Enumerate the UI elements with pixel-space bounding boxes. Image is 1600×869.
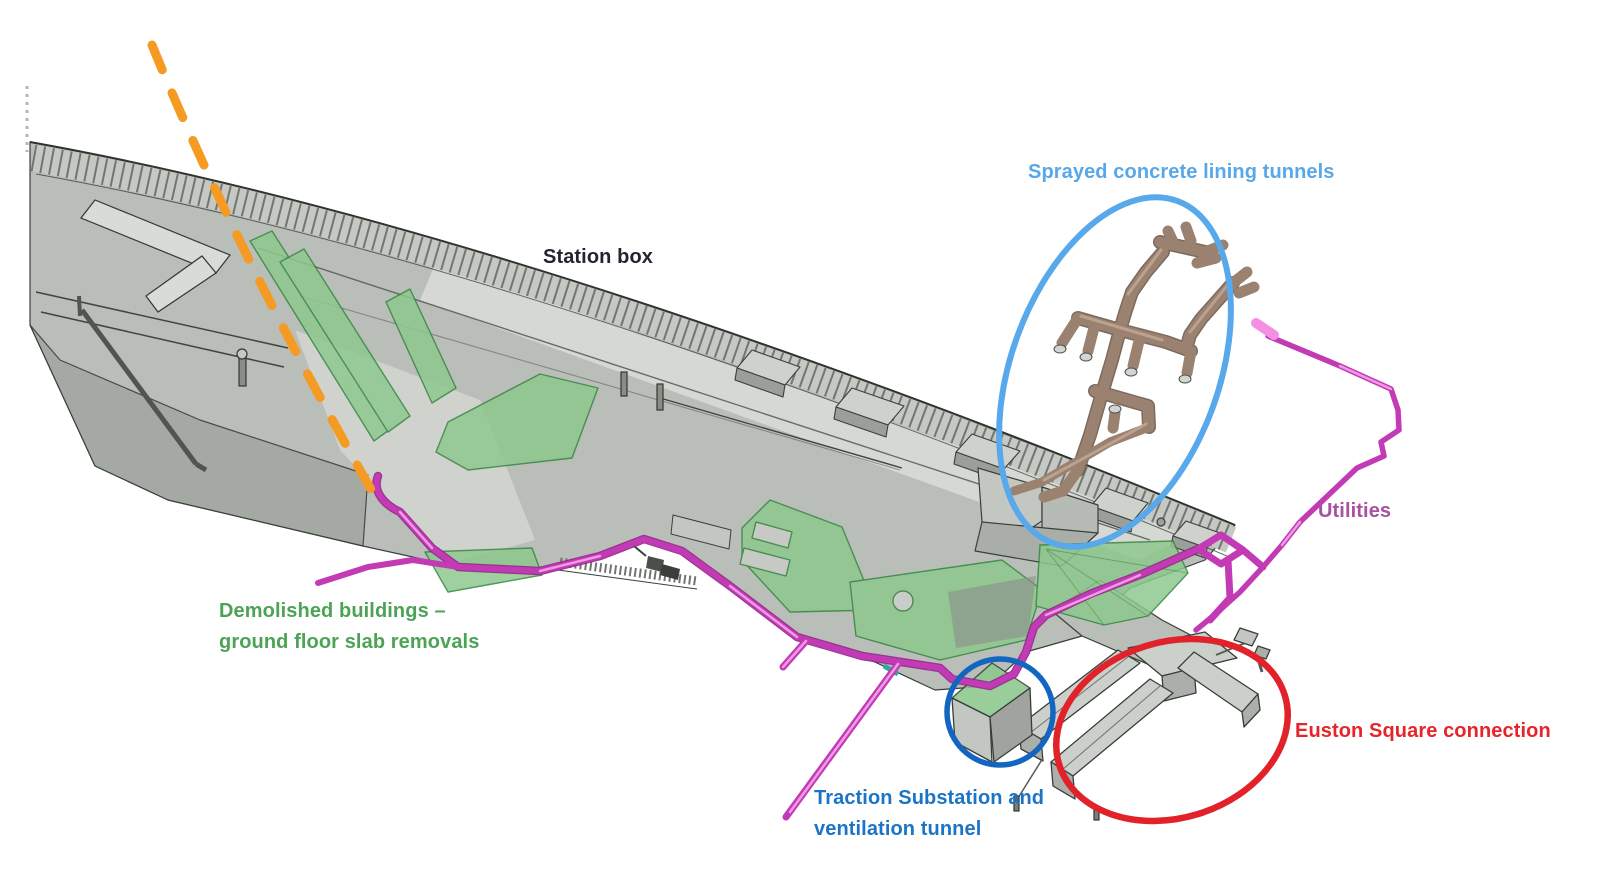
slab bbox=[279, 248, 411, 433]
wall-base-line bbox=[35, 173, 1228, 557]
scl-tunnels-ellipse bbox=[996, 194, 1234, 550]
slab bbox=[435, 373, 599, 471]
post bbox=[656, 383, 664, 411]
slab-fan-lines bbox=[1045, 548, 1189, 626]
station-front-face bbox=[29, 324, 369, 547]
euston-connection-label: Euston Square connection bbox=[1295, 720, 1551, 742]
traction-substation-circle bbox=[944, 656, 1056, 768]
tunnel-arm-line bbox=[1029, 656, 1129, 734]
slab-circular-opening bbox=[892, 590, 914, 612]
utility-main-line bbox=[373, 473, 1201, 689]
utilities-label: Utilities bbox=[1318, 500, 1392, 522]
scl-tunnel-network bbox=[1009, 221, 1260, 503]
tunnel-arm-side bbox=[1241, 693, 1261, 728]
utility-highlights bbox=[398, 364, 1393, 814]
flange bbox=[1108, 404, 1122, 414]
scaffold-edge bbox=[557, 569, 698, 590]
spur-box bbox=[1233, 627, 1259, 647]
post-cap bbox=[236, 348, 248, 360]
flange bbox=[1079, 352, 1093, 362]
traction-substation-label-line1: Traction Substation and bbox=[814, 787, 1045, 809]
slab-opening bbox=[739, 547, 791, 577]
waler-beam bbox=[659, 397, 903, 469]
flange bbox=[1178, 374, 1192, 384]
box-side bbox=[734, 367, 786, 398]
flange bbox=[1124, 367, 1138, 377]
wall-crest-line bbox=[29, 141, 1236, 526]
anchor-post bbox=[77, 295, 82, 317]
post bbox=[1013, 795, 1020, 812]
west-end-details bbox=[35, 199, 903, 473]
utility-bright-stub bbox=[1251, 318, 1279, 340]
slab bbox=[385, 288, 457, 404]
demolition-boundary-dashed-line bbox=[147, 40, 382, 505]
tunnel-highlight bbox=[1042, 248, 1232, 482]
demolished-buildings-label: Demolished buildings – ground floor slab… bbox=[219, 596, 479, 658]
station-box-label: Station box bbox=[543, 246, 653, 268]
traction-substation-label-line2: ventilation tunnel bbox=[814, 818, 982, 840]
slab-shadow bbox=[948, 576, 1036, 648]
box-side bbox=[833, 406, 889, 438]
ramp-chevron bbox=[145, 255, 217, 313]
tunnel-arm-line bbox=[1061, 685, 1161, 771]
diaphragm-wall bbox=[29, 141, 1237, 557]
demolished-buildings-label-line2: ground floor slab removals bbox=[219, 631, 480, 653]
plant-machine bbox=[660, 564, 680, 580]
utilities-network bbox=[315, 318, 1402, 821]
anchor-pile bbox=[79, 308, 208, 473]
scl-tunnels-label: Sprayed concrete lining tunnels bbox=[1028, 161, 1335, 183]
rooftop-boxes bbox=[734, 349, 1221, 559]
utility-right-run bbox=[1193, 333, 1402, 633]
wall-column-hatching bbox=[30, 144, 1237, 553]
post bbox=[620, 371, 628, 397]
substation-side bbox=[989, 687, 1033, 763]
demolished-buildings-label-line1: Demolished buildings – bbox=[219, 600, 446, 622]
post bbox=[238, 355, 247, 387]
slab-opening bbox=[751, 521, 793, 549]
utility-tail bbox=[315, 557, 461, 586]
flange bbox=[1053, 344, 1067, 354]
euston-square-tunnels bbox=[1013, 627, 1271, 821]
euston-connection-ellipse bbox=[1053, 635, 1291, 825]
traction-substation-label: Traction Substation and ventilation tunn… bbox=[814, 783, 1044, 845]
plant-arm bbox=[633, 545, 647, 557]
tunnel-flanges bbox=[1053, 344, 1192, 414]
survey-point bbox=[1156, 517, 1166, 527]
tunnel-outline bbox=[1071, 235, 1240, 477]
tray bbox=[670, 514, 732, 550]
plant-machine bbox=[646, 556, 664, 572]
